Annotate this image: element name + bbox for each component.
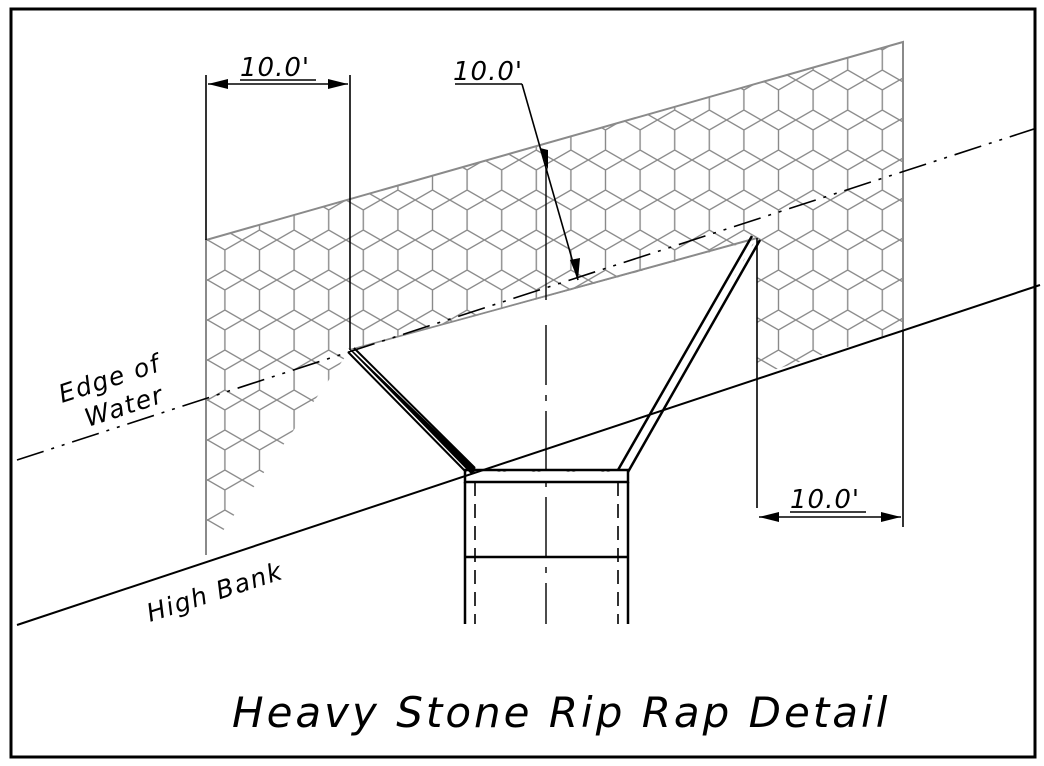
flared-end-section xyxy=(347,235,762,508)
high-bank-label: High Bank xyxy=(143,556,287,627)
dimension-label-bottom-right: 10.0' xyxy=(790,485,860,515)
drawing-border xyxy=(9,7,1037,759)
dimension-label-diagonal: 10.0' xyxy=(453,57,523,87)
culvert-pipe xyxy=(463,325,630,624)
dimension-top-left: 10.0' xyxy=(205,53,351,350)
drawing-title: Heavy Stone Rip Rap Detail xyxy=(232,688,890,737)
edge-of-water-line xyxy=(16,126,1041,461)
riprap-opening-edge xyxy=(349,237,758,351)
dimension-diagonal: 10.0' xyxy=(453,57,580,300)
dimension-bottom-right: 10.0' xyxy=(759,330,904,527)
dimension-label-top-left: 10.0' xyxy=(240,53,310,83)
riprap-outline xyxy=(205,40,904,555)
high-bank-line xyxy=(16,284,1041,626)
